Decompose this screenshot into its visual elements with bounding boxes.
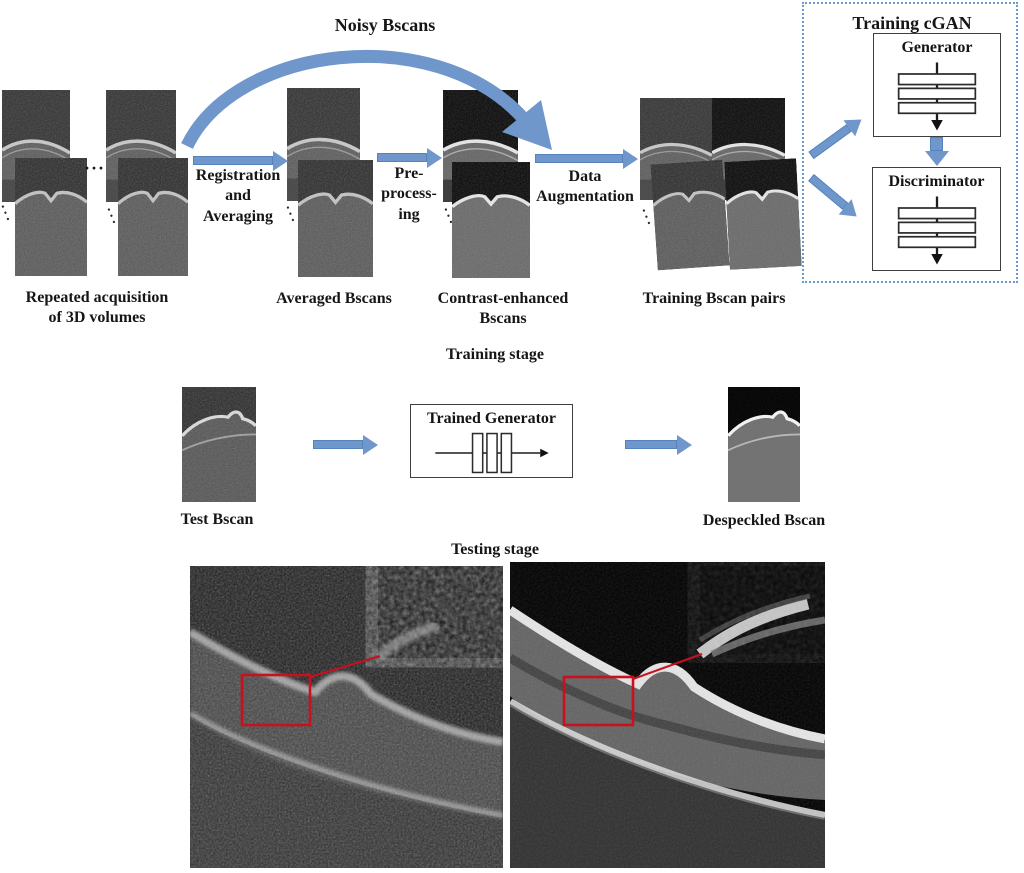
registration-arrow-label: Registration and Averaging (195, 167, 281, 225)
comparison-noisy-image (190, 566, 503, 868)
trained-generator-layers-icon (434, 432, 549, 474)
raw-volume-bscan-2-front (118, 158, 188, 276)
noisy-bscans-label: Noisy Bscans (334, 15, 436, 35)
trained-generator-box: Trained Generator (410, 404, 573, 478)
augmentation-arrow (535, 154, 623, 163)
despeckled-roi-rect (562, 675, 635, 727)
volume-stack-dots-1: ··· (0, 202, 16, 227)
raw-volume-bscan-1-front (15, 158, 87, 276)
test-bscan-image (182, 387, 256, 502)
noisy-bscans-curved-arrow (181, 50, 552, 150)
pair-enhanced-bscan-bottom (724, 158, 802, 270)
generator-to-despeckled-arrow (625, 440, 677, 449)
registration-arrow (193, 156, 273, 165)
repeated-acquisition-caption: Repeated acquisition of 3D volumes (25, 289, 169, 327)
discriminator-layers-icon (897, 196, 976, 265)
training-pairs-caption: Training Bscan pairs (642, 290, 786, 307)
test-to-generator-arrow (313, 440, 363, 449)
preprocessing-arrow (377, 153, 427, 162)
training-stage-label: Training stage (446, 346, 544, 363)
preprocessing-arrow-label: Pre- process- ing (381, 165, 437, 223)
noisy-roi-connector-line (309, 655, 381, 678)
comparison-despeckled-image (510, 562, 825, 868)
pair-noisy-bscan-bottom (650, 160, 729, 271)
discriminator-box: Discriminator (872, 167, 1001, 271)
generator-to-discriminator-arrow (930, 137, 943, 151)
contrast-enhanced-caption: Contrast-enhanced Bscans (437, 290, 569, 328)
test-bscan-caption: Test Bscan (180, 511, 254, 528)
despeckled-roi-connector-line (632, 653, 703, 680)
generator-layers-icon (897, 62, 977, 131)
noisy-roi-rect (240, 673, 312, 727)
generator-box: Generator (873, 33, 1001, 137)
training-cgan-box: Training cGAN Generator Discriminator (802, 2, 1018, 283)
despeckled-bscan-caption: Despeckled Bscan (702, 512, 826, 529)
augmentation-arrow-label: Data Augmentation (536, 168, 634, 206)
generator-label: Generator (901, 39, 973, 56)
despeckled-bscan-image (728, 387, 800, 502)
trained-generator-label: Trained Generator (426, 410, 556, 427)
volume-ellipsis: ··· (84, 158, 106, 178)
testing-stage-label: Testing stage (451, 541, 539, 558)
training-cgan-title: Training cGAN (852, 13, 972, 33)
averaged-bscan-front (298, 160, 373, 277)
despeckled-zoom-inset (696, 566, 825, 659)
averaged-bscans-caption: Averaged Bscans (276, 290, 392, 307)
discriminator-label: Discriminator (888, 173, 985, 190)
noisy-zoom-inset (374, 566, 503, 662)
